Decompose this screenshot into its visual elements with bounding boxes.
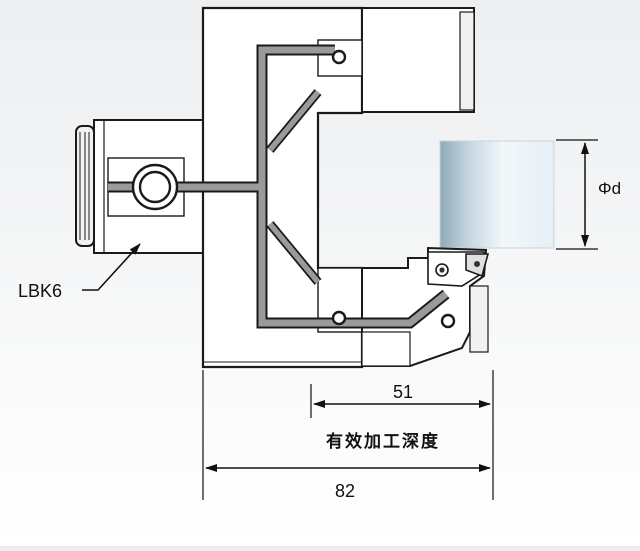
cartridge-seal-ring — [440, 313, 456, 329]
total-length-value: 82 — [335, 481, 355, 501]
upper-arm — [317, 7, 475, 113]
effective-depth-value: 51 — [393, 382, 413, 402]
workpiece-block — [439, 140, 555, 249]
diameter-label: Φd — [598, 179, 621, 198]
lower-seal-ring — [331, 310, 347, 326]
part-label-leader: LBK6 — [18, 243, 141, 301]
effective-depth-dimension: 51 有效加工深度 — [310, 382, 491, 451]
part-label: LBK6 — [18, 281, 62, 301]
cutting-insert — [427, 251, 490, 287]
coolant-channels — [108, 44, 450, 329]
upper-seal-ring — [331, 49, 347, 65]
total-length-dimension: 82 — [202, 370, 494, 501]
coolant-fittings — [131, 49, 456, 329]
diameter-dimension: Φd — [556, 139, 621, 250]
effective-depth-label: 有效加工深度 — [326, 431, 440, 451]
